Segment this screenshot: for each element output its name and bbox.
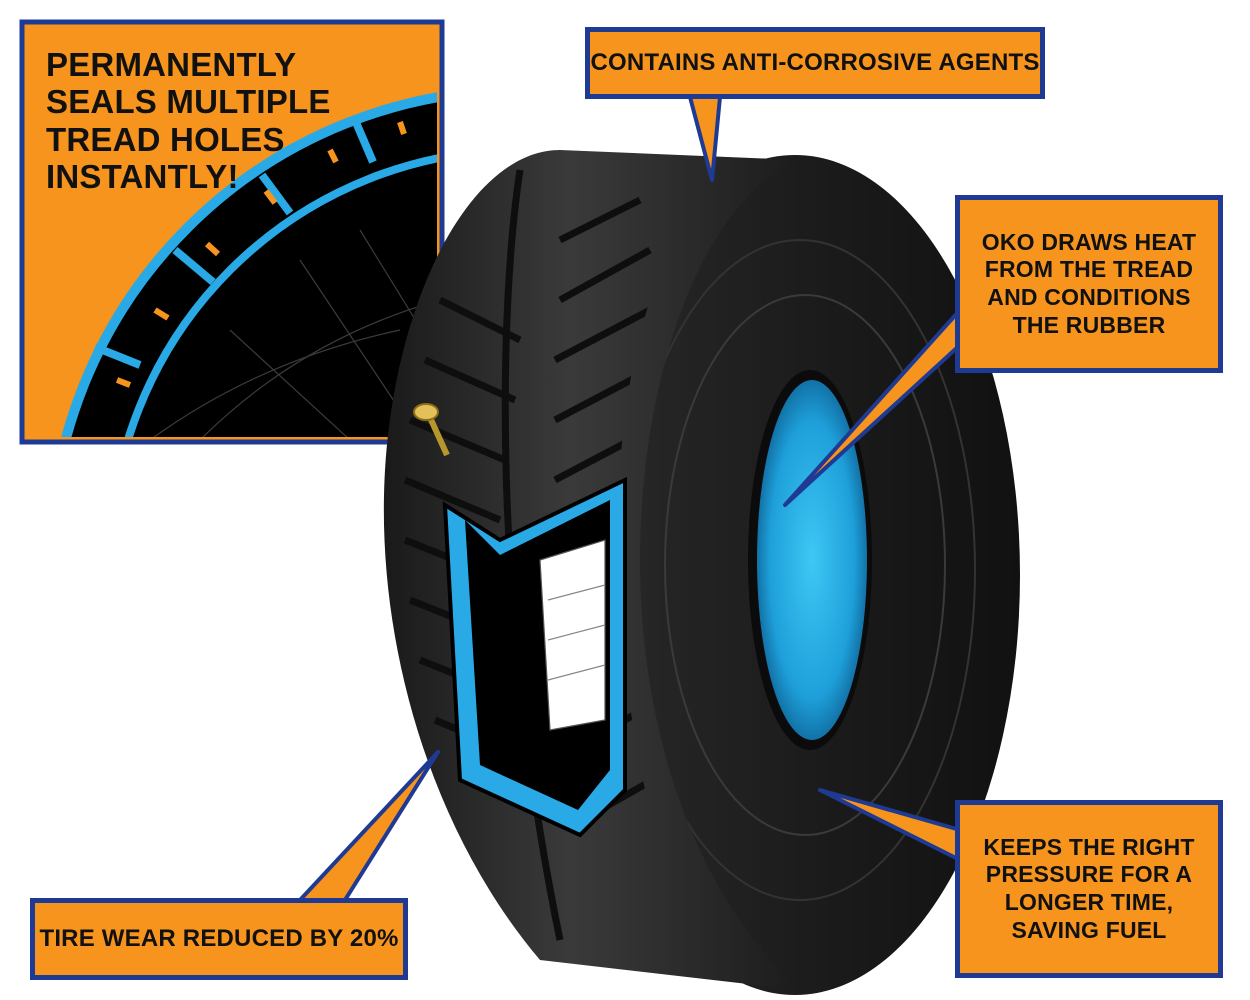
sealant-cutaway — [442, 476, 627, 838]
callout-draws-heat-text: OKO DRAWS HEAT FROM THE TREAD AND CONDIT… — [981, 228, 1197, 338]
callout-anti-corrosive-text: CONTAINS ANTI-CORROSIVE AGENTS — [590, 48, 1040, 76]
tread-cross-section-inset — [19, 19, 445, 445]
callout-anti-corrosive: CONTAINS ANTI-CORROSIVE AGENTS — [585, 27, 1045, 99]
callout-draws-heat: OKO DRAWS HEAT FROM THE TREAD AND CONDIT… — [955, 195, 1223, 373]
callout-seals-tread-holes: PERMANENTLY SEALS MULTIPLE TREAD HOLES I… — [22, 22, 442, 442]
callout-tire-wear-text: TIRE WEAR REDUCED BY 20% — [39, 924, 399, 952]
nail-icon — [413, 403, 450, 457]
callout-pressure: KEEPS THE RIGHT PRESSURE FOR A LONGER TI… — [955, 800, 1223, 978]
callout-pressure-text: KEEPS THE RIGHT PRESSURE FOR A LONGER TI… — [983, 833, 1195, 943]
callout-pointers — [298, 95, 962, 902]
callout-tire-wear: TIRE WEAR REDUCED BY 20% — [30, 898, 408, 980]
callout-seals-text: PERMANENTLY SEALS MULTIPLE TREAD HOLES I… — [46, 46, 331, 195]
